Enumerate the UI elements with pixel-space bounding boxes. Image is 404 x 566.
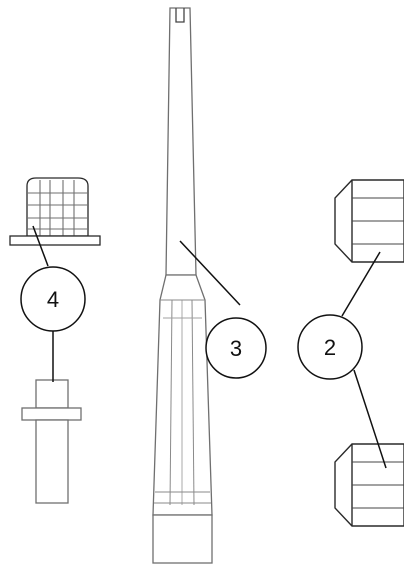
- leader-lines: [32, 225, 387, 469]
- part-4-cap: [9, 177, 101, 246]
- part-3-tip: [152, 7, 213, 564]
- part-2-upper-cap: [334, 179, 404, 263]
- leader-4-cap: [32, 225, 49, 267]
- part-4-plug: [21, 379, 82, 504]
- leader-2-lower: [353, 369, 387, 469]
- callout-2: 2: [297, 314, 363, 380]
- leader-3: [179, 240, 241, 306]
- callout-4: 4: [20, 266, 86, 332]
- callout-3-label: 3: [230, 336, 242, 361]
- callout-3: 3: [205, 317, 267, 379]
- part-2-lower-cap: [334, 443, 404, 527]
- callout-4-label: 4: [47, 287, 59, 312]
- leader-2-upper: [341, 251, 381, 317]
- callout-2-label: 2: [324, 335, 336, 360]
